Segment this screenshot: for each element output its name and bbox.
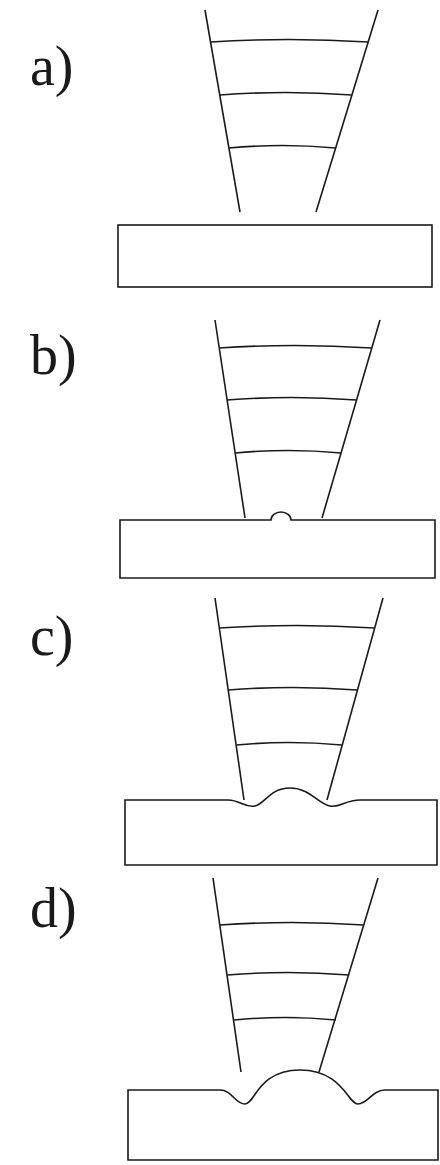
- wavefront: [235, 451, 341, 454]
- wavefront: [227, 398, 357, 401]
- wavefront: [234, 1018, 336, 1021]
- wavefront: [236, 743, 341, 746]
- beam: [205, 10, 378, 212]
- panel-label: b): [30, 327, 77, 383]
- beam: [215, 320, 380, 518]
- wavefront: [220, 923, 364, 926]
- panel-label: a): [30, 38, 74, 94]
- slab: [128, 1070, 438, 1160]
- wavefront: [220, 93, 352, 96]
- panel-label: d): [30, 880, 77, 936]
- panel-label: c): [30, 608, 74, 664]
- slab: [125, 788, 437, 865]
- wavefront: [219, 626, 374, 629]
- slab: [120, 512, 435, 578]
- slab: [118, 225, 432, 287]
- wavefront: [219, 346, 372, 349]
- beam: [215, 598, 383, 800]
- beam: [213, 878, 378, 1072]
- beam-edge: [215, 320, 245, 518]
- wavefront: [211, 40, 369, 43]
- wavefront: [229, 146, 336, 149]
- beam-edge: [322, 320, 380, 518]
- wavefront: [227, 973, 349, 976]
- beam-edge: [327, 598, 383, 800]
- wavefront: [228, 688, 357, 691]
